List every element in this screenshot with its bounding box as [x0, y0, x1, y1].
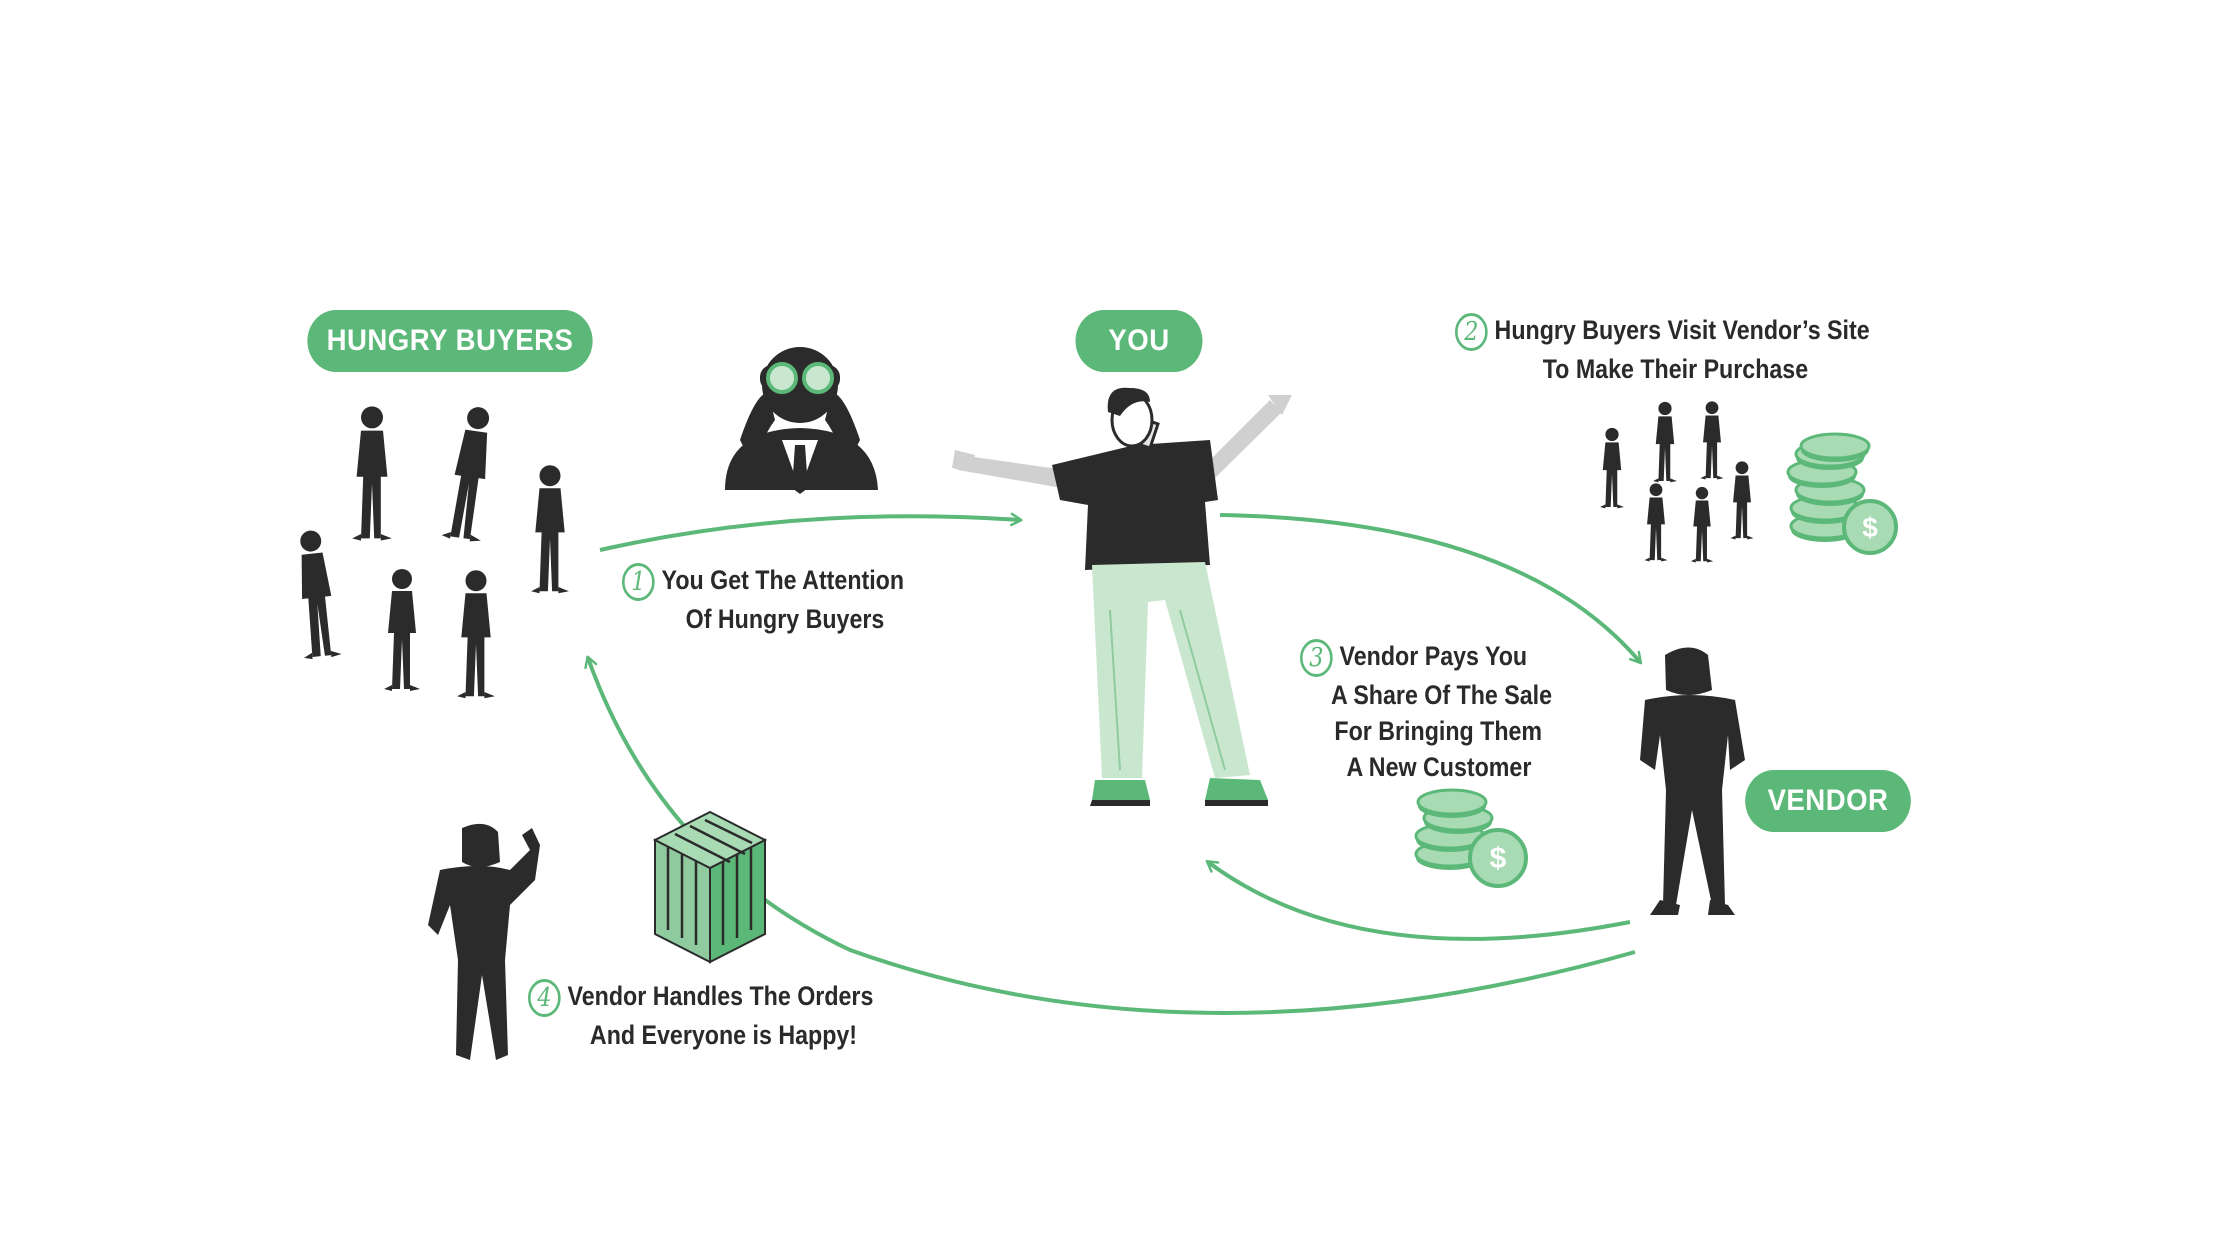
you-label: YOU — [1075, 310, 1203, 372]
step-3-line-2: A Share Of The Sale — [1330, 679, 1553, 710]
small-crowd-icon — [1600, 401, 1754, 563]
step-1-line-1: You Get The Attention — [661, 565, 905, 595]
step-number-3: 3 — [1300, 638, 1333, 677]
binoculars-person-icon — [725, 347, 878, 494]
vendor-label: VENDOR — [1745, 770, 1911, 832]
arrow-icon-1 — [599, 512, 1023, 552]
coin-stack-icon-mid: $ — [1414, 788, 1528, 888]
crate-icon — [652, 810, 768, 964]
step-4-line-1: Vendor Handles The Orders — [567, 981, 874, 1011]
svg-text:$: $ — [1490, 842, 1507, 875]
step-3-line-4: A New Customer — [1346, 751, 1532, 782]
happy-person-icon — [428, 823, 540, 1060]
arrow-icon-2 — [1219, 513, 1643, 665]
arrow-icon-3 — [1205, 859, 1631, 941]
hungry-buyers-label: HUNGRY BUYERS — [307, 310, 593, 372]
vendor-person-icon — [1640, 647, 1745, 915]
step-number-2: 2 — [1455, 312, 1488, 351]
step-3-line-3: For Bringing Them — [1334, 715, 1543, 746]
step-2-line-1: Hungry Buyers Visit Vendor’s Site — [1494, 315, 1870, 345]
step-2-line-2: To Make Their Purchase — [1542, 353, 1809, 384]
step-3-line-1: Vendor Pays You — [1339, 641, 1528, 671]
coin-stack-icon-top: $ — [1786, 432, 1898, 555]
step-number-4: 4 — [528, 978, 561, 1017]
step-number-1: 1 — [622, 562, 655, 601]
svg-text:$: $ — [1862, 512, 1878, 543]
arrow-icon-4 — [584, 655, 1636, 1015]
step-4-line-2: And Everyone is Happy! — [589, 1019, 858, 1050]
person-arms-out-icon — [952, 387, 1292, 806]
step-1-line-2: Of Hungry Buyers — [685, 603, 885, 634]
crowd-icon — [290, 404, 569, 699]
